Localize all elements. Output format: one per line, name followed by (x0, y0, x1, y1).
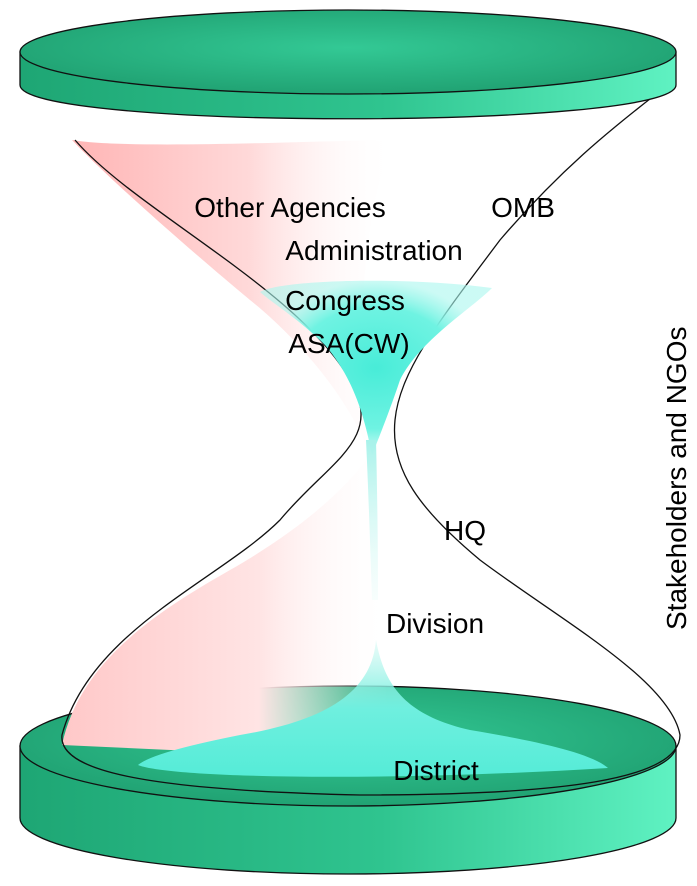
label-other-agencies: Other Agencies (194, 192, 385, 223)
label-asa-cw: ASA(CW) (288, 328, 409, 359)
lower-sand-mound (138, 640, 608, 777)
upper-sand (260, 280, 492, 455)
label-administration: Administration (285, 235, 462, 266)
label-division: Division (386, 608, 484, 639)
label-omb: OMB (491, 192, 555, 223)
top-cap-top (19, 9, 677, 95)
upper-glass-fill (72, 140, 395, 455)
label-stakeholders: Stakeholders and NGOs (661, 327, 692, 631)
lower-glass-fill (62, 455, 390, 760)
sand-stream (366, 440, 378, 600)
hourglass-outline (61, 94, 681, 796)
top-cap (19, 9, 677, 120)
label-hq: HQ (444, 515, 486, 546)
label-district: District (393, 755, 479, 786)
label-congress: Congress (285, 285, 405, 316)
